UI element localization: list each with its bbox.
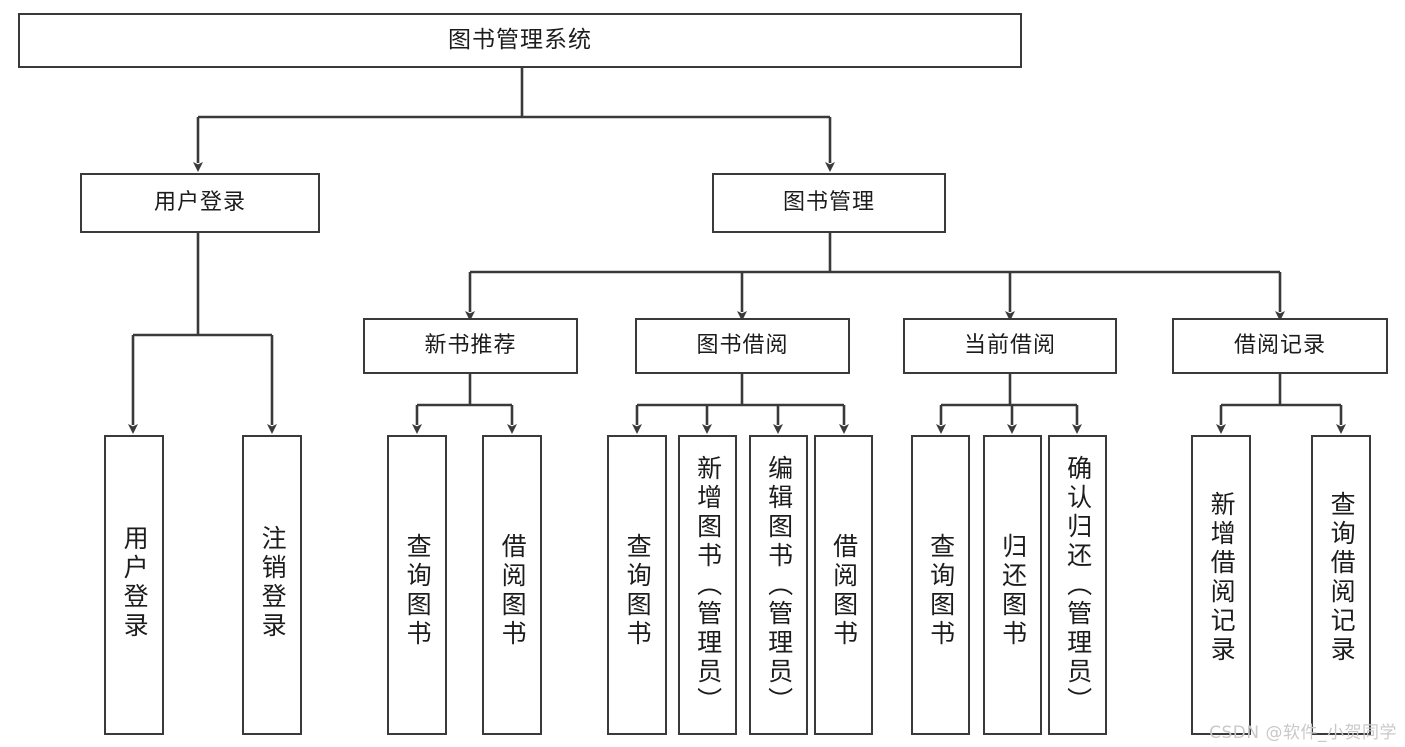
node-label: 归还图书 bbox=[998, 533, 1028, 649]
node-user-login[interactable]: 用户登录 bbox=[80, 173, 320, 233]
node-leaf-user-login[interactable]: 用户登录 bbox=[104, 435, 164, 735]
node-leaf-return-book[interactable]: 归还图书 bbox=[983, 435, 1042, 735]
node-new-book-recommend[interactable]: 新书推荐 bbox=[363, 318, 578, 374]
node-label: 编辑图书（管理员） bbox=[764, 455, 794, 716]
node-label: 图书管理系统 bbox=[448, 26, 592, 53]
node-label: 查询图书 bbox=[623, 533, 653, 649]
node-label: 新书推荐 bbox=[424, 333, 517, 359]
node-leaf-edit-book[interactable]: 编辑图书（管理员） bbox=[749, 435, 808, 735]
node-leaf-borrow-book[interactable]: 借阅图书 bbox=[814, 435, 873, 735]
node-leaf-query-book-current[interactable]: 查询图书 bbox=[911, 435, 970, 735]
node-label: 用户登录 bbox=[153, 190, 246, 216]
node-leaf-query-borrow-record[interactable]: 查询借阅记录 bbox=[1311, 435, 1371, 735]
node-label: 新增图书（管理员） bbox=[693, 455, 723, 716]
node-label: 图书借阅 bbox=[696, 333, 789, 359]
node-label: 借阅图书 bbox=[829, 533, 859, 649]
node-leaf-add-book[interactable]: 新增图书（管理员） bbox=[678, 435, 737, 735]
node-label: 图书管理 bbox=[782, 190, 875, 216]
node-label: 查询图书 bbox=[926, 533, 956, 649]
node-leaf-query-book-borrow[interactable]: 查询图书 bbox=[607, 435, 667, 735]
node-label: 借阅记录 bbox=[1233, 333, 1326, 359]
node-borrow-record[interactable]: 借阅记录 bbox=[1172, 318, 1388, 374]
node-leaf-logout[interactable]: 注销登录 bbox=[242, 435, 302, 735]
node-label: 查询借阅记录 bbox=[1327, 491, 1357, 665]
node-label: 当前借阅 bbox=[963, 333, 1056, 359]
node-book-borrow[interactable]: 图书借阅 bbox=[635, 318, 850, 374]
node-label: 查询图书 bbox=[403, 533, 433, 649]
node-leaf-borrow-book-rec[interactable]: 借阅图书 bbox=[482, 435, 542, 735]
csdn-watermark: CSDN @软件_小贺同学 bbox=[1209, 723, 1397, 743]
node-label: 注销登录 bbox=[258, 525, 288, 641]
node-label: 用户登录 bbox=[120, 525, 150, 641]
node-root-book-management-system[interactable]: 图书管理系统 bbox=[18, 13, 1022, 68]
node-label: 确认归还（管理员） bbox=[1063, 455, 1093, 716]
node-leaf-query-book-rec[interactable]: 查询图书 bbox=[387, 435, 447, 735]
node-current-borrow[interactable]: 当前借阅 bbox=[903, 318, 1117, 374]
node-book-management[interactable]: 图书管理 bbox=[712, 173, 946, 233]
node-leaf-add-borrow-record[interactable]: 新增借阅记录 bbox=[1191, 435, 1251, 735]
node-label: 新增借阅记录 bbox=[1207, 491, 1237, 665]
node-label: 借阅图书 bbox=[498, 533, 528, 649]
node-leaf-confirm-return[interactable]: 确认归还（管理员） bbox=[1048, 435, 1107, 735]
